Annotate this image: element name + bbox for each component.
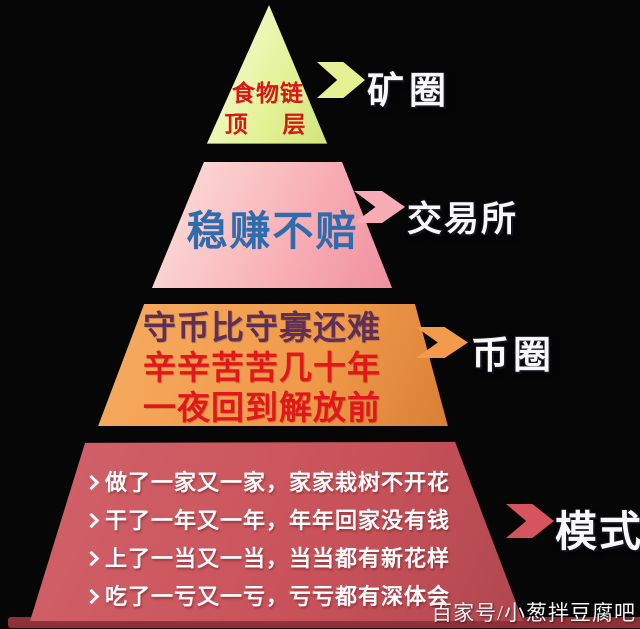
label-exchange: 交易所 [407, 200, 519, 239]
tier-exchange-text: 稳赚不赔 [150, 197, 395, 257]
chevron-right-icon [83, 474, 100, 491]
pyramid-base-shadow [8, 617, 640, 628]
watermark: 百家号/小葱拌豆腐吧 [431, 601, 636, 625]
chevron-right-icon [83, 588, 100, 605]
label-coin-circle: 币圈 [471, 335, 556, 377]
pyramid-tier-coin-circle [98, 304, 448, 426]
tier-coin-line-3: 一夜回到解放前 [143, 389, 381, 426]
label-mining-circle: 矿圈 [367, 70, 451, 111]
chevron-arrow-icon [506, 504, 554, 538]
tier-model-line-4-text: 吃了一亏又一亏，亏亏都有深体会 [105, 584, 451, 609]
tier-model-line-4: 吃了一亏又一亏，亏亏都有深体会 [83, 578, 451, 616]
tier-model-text: 做了一家又一家，家家栽树不开花 干了一年又一年，年年回家没有钱 上了一当又一当，… [83, 464, 451, 616]
chevron-right-icon [83, 550, 100, 567]
tier-model-line-2: 干了一年又一年，年年回家没有钱 [83, 502, 451, 540]
tier-coin-text: 守币比守寡还难 辛辛苦苦几十年 一夜回到解放前 [96, 308, 428, 428]
tier-top-line-1: 食物链 [232, 80, 304, 106]
tier-model-line-2-text: 干了一年又一年，年年回家没有钱 [105, 508, 451, 533]
label-model: 模式 [555, 508, 640, 555]
tier-model-line-3-text: 上了一当又一当，当当都有新花样 [105, 546, 451, 571]
tier-exchange-line-1: 稳赚不赔 [186, 208, 359, 254]
chevron-right-icon [83, 512, 100, 529]
tier-top-line-2: 顶 层 [224, 111, 312, 137]
pyramid-tier-model [29, 441, 524, 622]
tier-top-text: 食物链 顶 层 [203, 78, 333, 140]
tier-model-line-1: 做了一家又一家，家家栽树不开花 [83, 464, 451, 502]
tier-model-line-1-text: 做了一家又一家，家家栽树不开花 [105, 470, 451, 495]
tier-model-line-3: 上了一当又一当，当当都有新花样 [83, 540, 451, 578]
tier-coin-line-1: 守币比守寡还难 [143, 309, 381, 346]
tier-coin-line-2: 辛辛苦苦几十年 [143, 349, 381, 386]
